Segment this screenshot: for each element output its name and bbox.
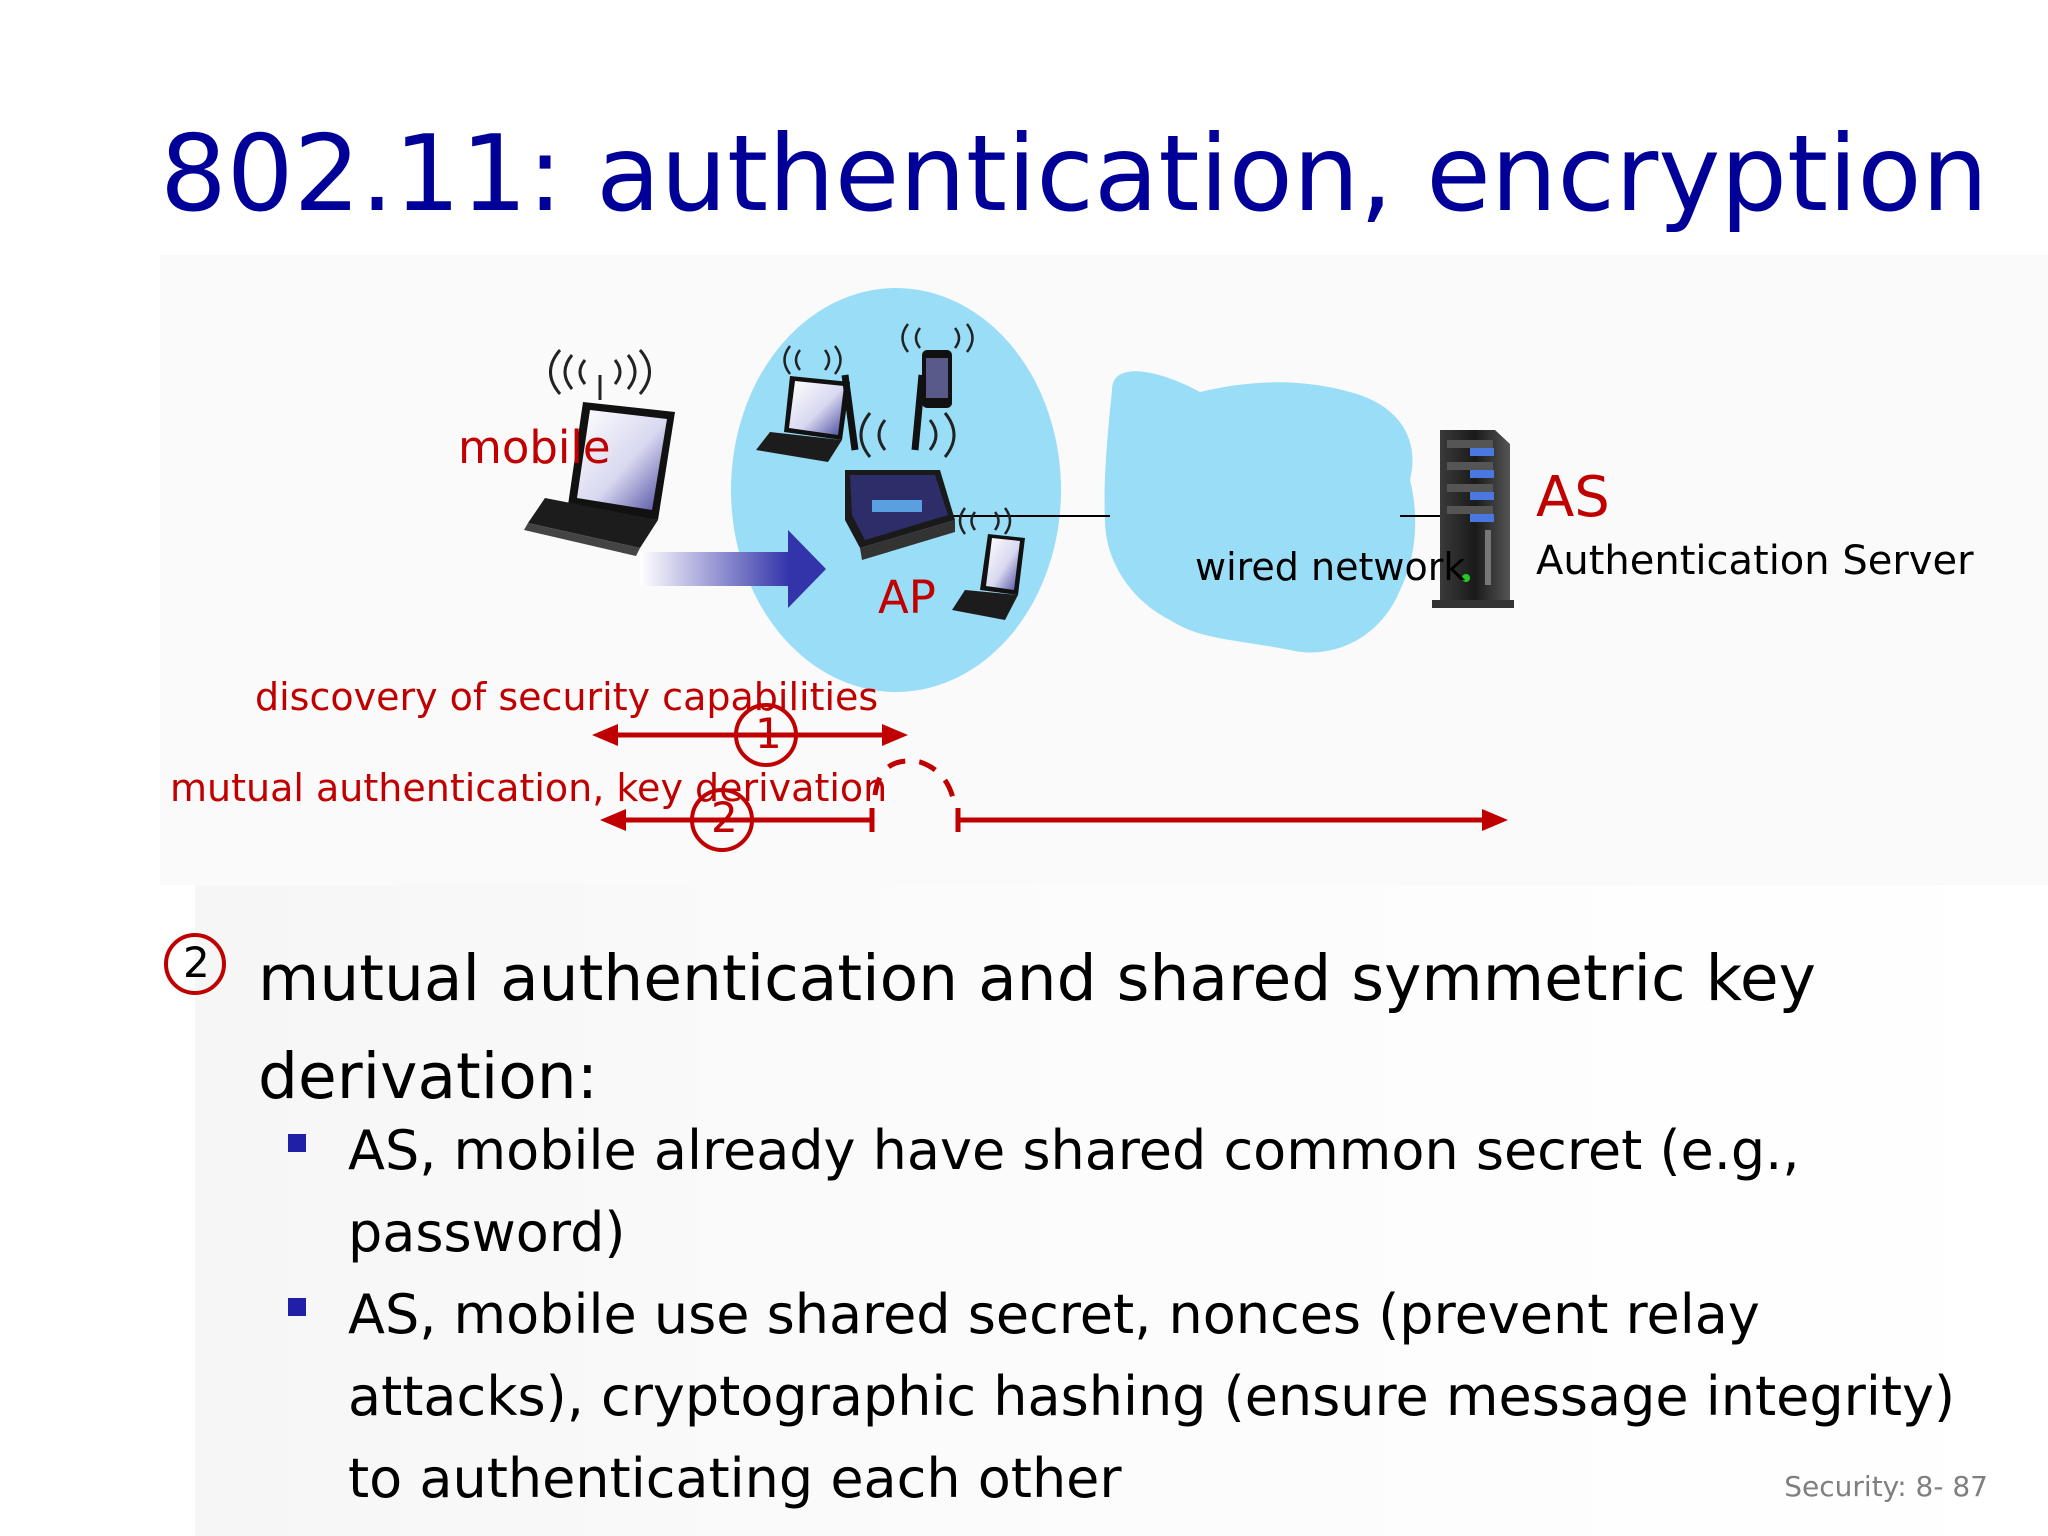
bullet-square-icon [288, 1134, 306, 1152]
mobile-wifi-icon [549, 349, 651, 400]
body-background [195, 885, 2048, 1536]
mobile-label: mobile [458, 421, 611, 474]
sub-bullet-text: AS, mobile already have shared common se… [348, 1119, 1800, 1264]
main-number: 2 [183, 938, 210, 987]
bullet-square-icon [288, 1298, 306, 1316]
as-full-label: Authentication Server [1536, 538, 1974, 584]
step1-number: 1 [755, 709, 782, 758]
cell-laptop-2-wifi-icon [958, 507, 1012, 535]
sub-bullet-item: AS, mobile already have shared common se… [288, 1110, 1988, 1274]
sub-bullet-text: AS, mobile use shared secret, nonces (pr… [348, 1283, 1956, 1510]
as-label: AS [1536, 465, 1610, 530]
cell-phone-icon [922, 350, 952, 408]
ap-label: AP [878, 571, 936, 624]
wired-network-label: wired network [1195, 545, 1466, 589]
cell-phone-wifi-icon [901, 323, 974, 353]
sub-bullet-item: AS, mobile use shared secret, nonces (pr… [288, 1274, 1988, 1520]
authentication-server-icon [1432, 430, 1514, 608]
wired-network-cloud [1104, 371, 1416, 653]
step1-arrow [592, 724, 908, 746]
step2-circle [690, 788, 754, 852]
cell-laptop-2-icon [952, 534, 1025, 620]
main-point: mutual authentication and shared symmetr… [258, 942, 1816, 1113]
mobile-laptop-icon [524, 402, 675, 556]
cell-laptop-1-icon [756, 376, 850, 462]
slide-title: 802.11: authentication, encryption [160, 113, 1989, 235]
mobility-arrow [640, 530, 826, 608]
diagram-background [160, 255, 2048, 885]
step1-label: discovery of security capabilities [255, 675, 879, 719]
slide-footer: Security: 8- 87 [1784, 1470, 1988, 1503]
cell-laptop-1-wifi-icon [783, 345, 842, 375]
step2-number: 2 [711, 793, 738, 842]
access-point-router-icon [841, 374, 955, 560]
step2-label: mutual authentication, key derivation [170, 766, 888, 810]
sub-bullet-list: AS, mobile already have shared common se… [288, 1110, 1988, 1520]
step2-arrow [600, 758, 1508, 832]
main-number-circle [164, 933, 226, 995]
ap-wifi-icon [859, 412, 956, 458]
step1-circle [734, 703, 798, 767]
